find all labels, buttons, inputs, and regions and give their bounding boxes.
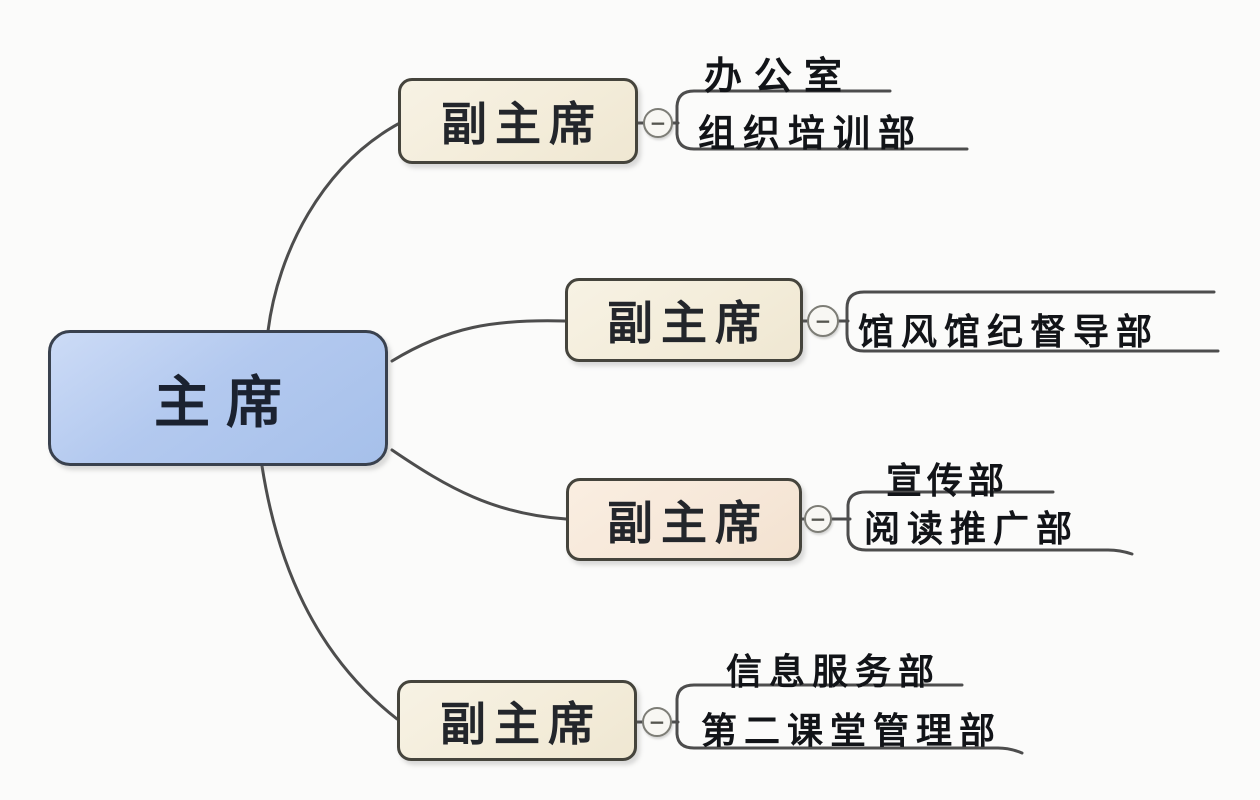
branch4-child2-underline bbox=[675, 721, 1024, 755]
collapse-toggle-branch1[interactable]: − bbox=[643, 108, 673, 138]
minus-icon: − bbox=[648, 710, 666, 734]
node-reading-promotion-dept[interactable]: 阅读推广部 bbox=[864, 509, 1080, 550]
connector-root-branch2 bbox=[390, 319, 567, 363]
branch1-child2-underline bbox=[675, 122, 969, 151]
branch3-child2-underline bbox=[846, 518, 1134, 556]
node-vice-chairman-4[interactable]: 副主席 bbox=[397, 680, 637, 761]
node-publicity-dept[interactable]: 宣传部 bbox=[886, 461, 1010, 502]
collapse-toggle-branch3[interactable]: − bbox=[804, 505, 832, 533]
minus-icon: − bbox=[809, 507, 827, 531]
node-chairman-label: 主席 bbox=[154, 370, 298, 436]
branch1-child1-underline bbox=[675, 89, 892, 126]
node-vice-chairman-2[interactable]: 副主席 bbox=[565, 278, 803, 362]
branch4-child1-underline bbox=[675, 683, 964, 725]
node-chairman[interactable]: 主席 bbox=[48, 330, 388, 466]
connector-root-branch4 bbox=[260, 464, 399, 721]
node-vice-chairman-3-label: 副主席 bbox=[607, 495, 769, 550]
connector-root-branch1 bbox=[266, 122, 400, 333]
node-second-classroom-management-dept[interactable]: 第二课堂管理部 bbox=[701, 711, 1003, 752]
collapse-toggle-branch4[interactable]: − bbox=[642, 707, 672, 737]
node-office[interactable]: 办公室 bbox=[704, 54, 855, 98]
minus-icon: − bbox=[649, 111, 667, 135]
node-vice-chairman-1[interactable]: 副主席 bbox=[398, 78, 638, 164]
node-vice-chairman-1-label: 副主席 bbox=[441, 97, 603, 151]
node-discipline-supervision-dept[interactable]: 馆风馆纪督导部 bbox=[858, 312, 1160, 353]
node-vice-chairman-2-label: 副主席 bbox=[607, 296, 769, 350]
collapse-toggle-branch2[interactable]: − bbox=[807, 305, 839, 337]
node-vice-chairman-3[interactable]: 副主席 bbox=[566, 478, 802, 561]
node-organization-training-dept[interactable]: 组织培训部 bbox=[698, 112, 923, 155]
connector-root-branch3 bbox=[390, 448, 568, 521]
branch2-child1-outline bbox=[845, 290, 1220, 353]
branch3-child1-underline bbox=[846, 490, 1055, 522]
node-information-service-dept[interactable]: 信息服务部 bbox=[726, 652, 942, 693]
minus-icon: − bbox=[814, 309, 832, 333]
node-vice-chairman-4-label: 副主席 bbox=[440, 696, 602, 751]
